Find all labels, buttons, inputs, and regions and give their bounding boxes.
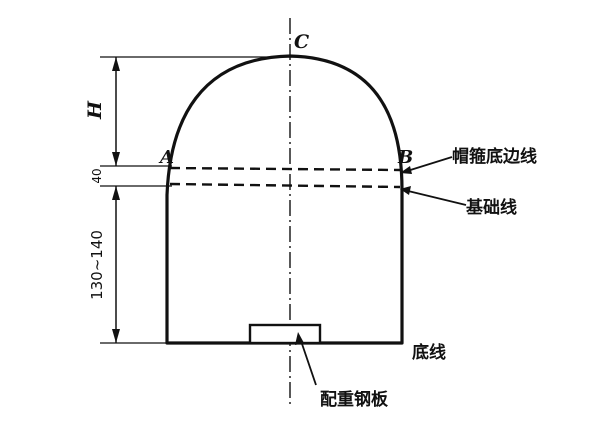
counterweight-plate xyxy=(248,323,322,345)
point-label-c: C xyxy=(294,31,309,53)
label-cap-bottom-line: 帽箍底边线 xyxy=(452,146,537,167)
arrow-lower-bottom xyxy=(112,329,120,343)
leader-cap-bottom-arrow xyxy=(400,166,412,174)
arrow-lower-top xyxy=(112,186,120,200)
arrow-h-top xyxy=(112,57,120,71)
label-counterweight-plate: 配重钢板 xyxy=(320,389,389,410)
last-outline xyxy=(165,54,404,345)
label-bottom-line: 底线 xyxy=(412,342,446,363)
leader-counterweight xyxy=(299,337,317,386)
dim-label-gap: 40 xyxy=(90,168,104,183)
point-label-b: B xyxy=(397,147,413,168)
point-label-a: A xyxy=(158,147,174,168)
leader-cap-bottom xyxy=(403,156,453,173)
foundation-dashed-line xyxy=(169,182,401,189)
label-foundation-line: 基础线 xyxy=(465,197,517,218)
leader-counterweight-arrow xyxy=(295,332,304,345)
dim-label-h: H xyxy=(84,100,106,120)
leader-foundation-arrow xyxy=(400,186,411,195)
arrow-h-bottom xyxy=(112,152,120,166)
leader-foundation xyxy=(403,189,467,206)
dim-label-lower: 130~140 xyxy=(88,230,106,300)
cap-bottom-dashed-line xyxy=(169,166,401,172)
